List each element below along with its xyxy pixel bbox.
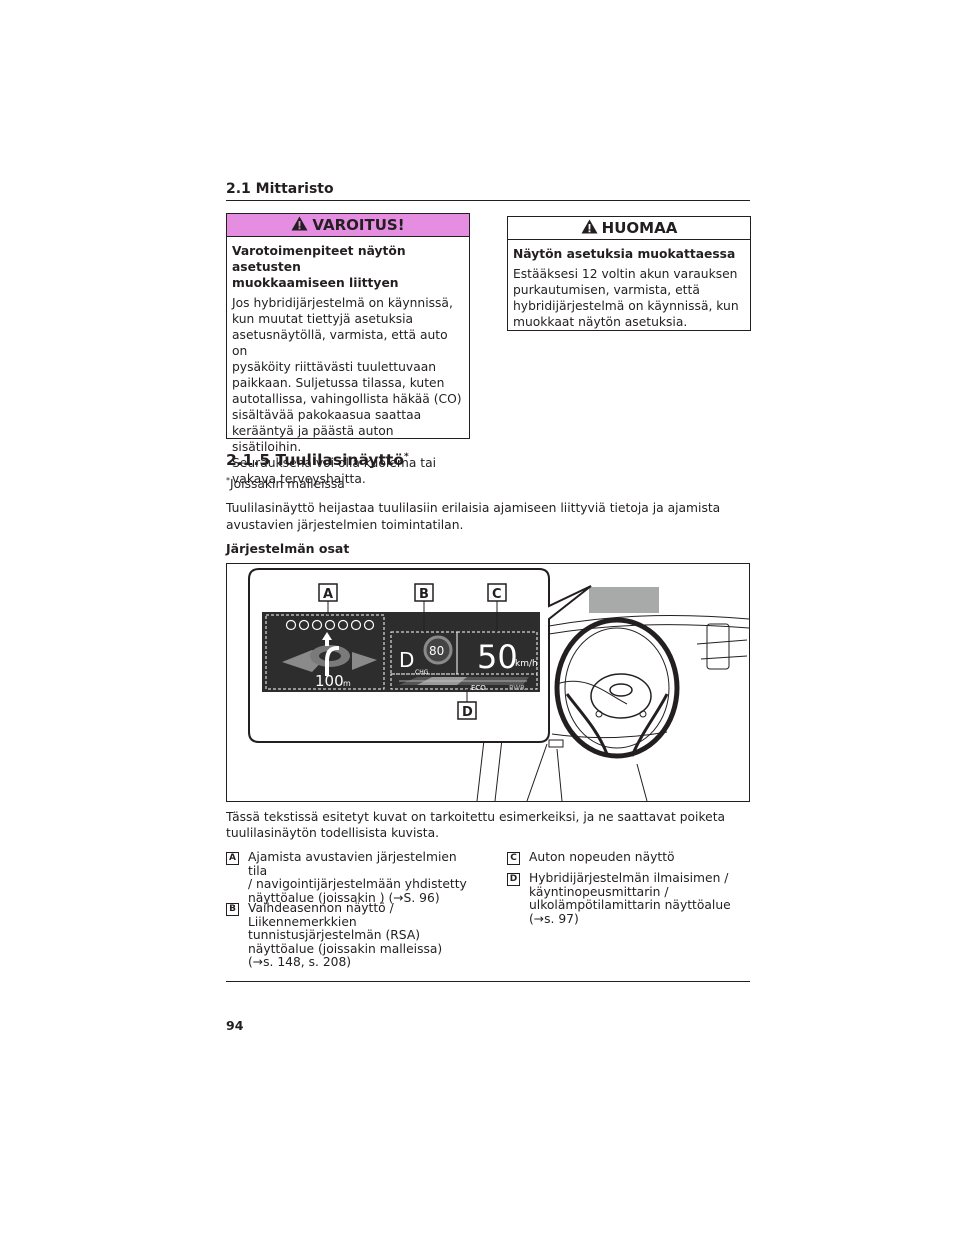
notice-line: Estääksesi 12 voltin akun varauksen — [513, 267, 738, 281]
warning-line: kun muutat tiettyjä asetuksia — [232, 312, 414, 326]
notice-box: HUOMAA Näytön asetuksia muokattaessa Est… — [507, 216, 751, 331]
legend-key: D — [507, 873, 520, 886]
warning-triangle-icon — [291, 216, 308, 235]
notice-line: purkautumisen, varmista, että — [513, 283, 700, 297]
bottom-divider — [226, 981, 750, 982]
warning-line: pysäköity riittävästi tuulettuvaan — [232, 360, 437, 374]
area-d-outline — [390, 673, 538, 690]
legend-key: B — [226, 903, 239, 916]
speed-limit-sign-icon — [423, 635, 453, 665]
legend-text: Hybridijärjestelmän ilmaisimen / käyntin… — [529, 871, 731, 926]
area-a-outline — [265, 614, 385, 690]
warning-title: VAROITUS! — [312, 216, 405, 234]
section-header: 2.1 Mittaristo — [226, 178, 750, 201]
section-title: 2.1 Mittaristo — [226, 181, 334, 197]
section-heading: 2.1.5 Tuulilasinäyttö* — [226, 451, 409, 469]
warning-box: VAROITUS! Varotoimenpiteet näytön asetus… — [226, 213, 470, 486]
label-b: B — [419, 587, 429, 602]
page-number: 94 — [226, 1018, 244, 1033]
notice-line: muokkaat näytön asetuksia. — [513, 315, 688, 329]
caption-line: Tässä tekstissä esitetyt kuvat on tarkoi… — [226, 810, 726, 824]
notice-triangle-icon — [581, 219, 598, 238]
steering-wheel-lineart — [554, 617, 680, 759]
hud-speed-unit: km/h — [515, 659, 538, 669]
intro-line: Tuulilasinäyttö heijastaa tuulilasiin er… — [226, 501, 721, 515]
hud-distance-unit: m — [343, 679, 351, 688]
system-parts-heading: Järjestelmän osat — [226, 541, 350, 556]
notice-header: HUOMAA — [508, 217, 750, 240]
hud-speed: 50 — [477, 638, 518, 676]
hud-pwr-label: PWR — [509, 684, 525, 692]
notice-line: hybridijärjestelmä on käynnissä, kun — [513, 299, 739, 313]
warning-subtitle-line: muokkaamiseen liittyen — [232, 276, 399, 290]
legend-text: Vaihdeasennon näyttö / Liikennemerkkien … — [248, 901, 443, 969]
intro-line: avustavien järjestelmien toimintatilan. — [226, 518, 464, 532]
callout-label-a: A — [318, 583, 338, 615]
label-d: D — [462, 705, 473, 720]
notice-text: Estääksesi 12 voltin akun varauksen purk… — [513, 266, 744, 330]
warning-line: autotallissa, vahingollista häkää (CO) — [232, 392, 462, 406]
hybrid-indicator-bar — [399, 677, 529, 685]
legend-text: Ajamista avustavien järjestelmien tila /… — [248, 850, 467, 905]
hud-speed-limit: 80 — [429, 644, 444, 658]
label-a: A — [323, 587, 333, 602]
hud-chg-label: CHG — [415, 669, 429, 676]
warning-header: VAROITUS! — [227, 214, 469, 237]
figure-caption: Tässä tekstissä esitetyt kuvat on tarkoi… — [226, 809, 750, 841]
hud-distance: 100 — [315, 672, 344, 690]
navigation-arrow-icon — [282, 632, 377, 676]
hud-projection-area — [589, 587, 659, 613]
hud-eco-label: ECO — [471, 684, 486, 692]
assist-status-circles — [285, 619, 375, 631]
callout-label-d: D — [457, 689, 477, 720]
warning-subtitle-line: Varotoimenpiteet näytön asetusten — [232, 244, 406, 274]
warning-subtitle: Varotoimenpiteet näytön asetusten muokka… — [232, 243, 463, 291]
heading-footnote-mark: * — [404, 451, 409, 462]
notice-body: Näytön asetuksia muokattaessa Estääksesi… — [508, 240, 750, 330]
warning-line: Seurauksena voi olla kuolema tai — [232, 456, 437, 470]
warning-line: vakava terveyshaitta. — [232, 472, 366, 486]
heading-text: 2.1.5 Tuulilasinäyttö — [226, 451, 404, 469]
caption-line: tuulilasinäytön todellisista kuvista. — [226, 826, 440, 840]
label-c: C — [492, 587, 502, 602]
intro-paragraph: Tuulilasinäyttö heijastaa tuulilasiin er… — [226, 500, 750, 534]
legend-key: A — [226, 852, 239, 865]
warning-line: asetusnäytöllä, varmista, että auto on — [232, 328, 448, 358]
warning-line: sisältävää pakokaasua saattaa — [232, 408, 422, 422]
notice-subtitle: Näytön asetuksia muokattaessa — [513, 247, 736, 261]
warning-line: paikkaan. Suljetussa tilassa, kuten — [232, 376, 445, 390]
hud-figure: 100 m D 80 CHG 50 km/h ECO PWR A B — [226, 563, 750, 802]
footnote-text: Joissakin malleissa — [230, 477, 345, 492]
hud-illustration: 100 m D 80 CHG 50 km/h ECO PWR A B — [248, 568, 749, 801]
legend-key: C — [507, 852, 520, 865]
warning-body: Varotoimenpiteet näytön asetusten muokka… — [227, 237, 469, 487]
callout-label-b: B — [414, 583, 434, 632]
callout-label-c: C — [487, 583, 507, 632]
footnote-mark: * — [226, 476, 230, 485]
warning-text: Jos hybridijärjestelmä on käynnissä, kun… — [232, 295, 463, 487]
legend-text: Auton nopeuden näyttö — [529, 850, 675, 864]
footnote: *Joissakin malleissa — [226, 476, 345, 491]
notice-title: HUOMAA — [601, 219, 678, 237]
warning-line: kerääntyä ja päästä auton sisätiloihin. — [232, 424, 394, 454]
hud-gear: D — [399, 648, 414, 672]
warning-line: Jos hybridijärjestelmä on käynnissä, — [232, 296, 453, 310]
